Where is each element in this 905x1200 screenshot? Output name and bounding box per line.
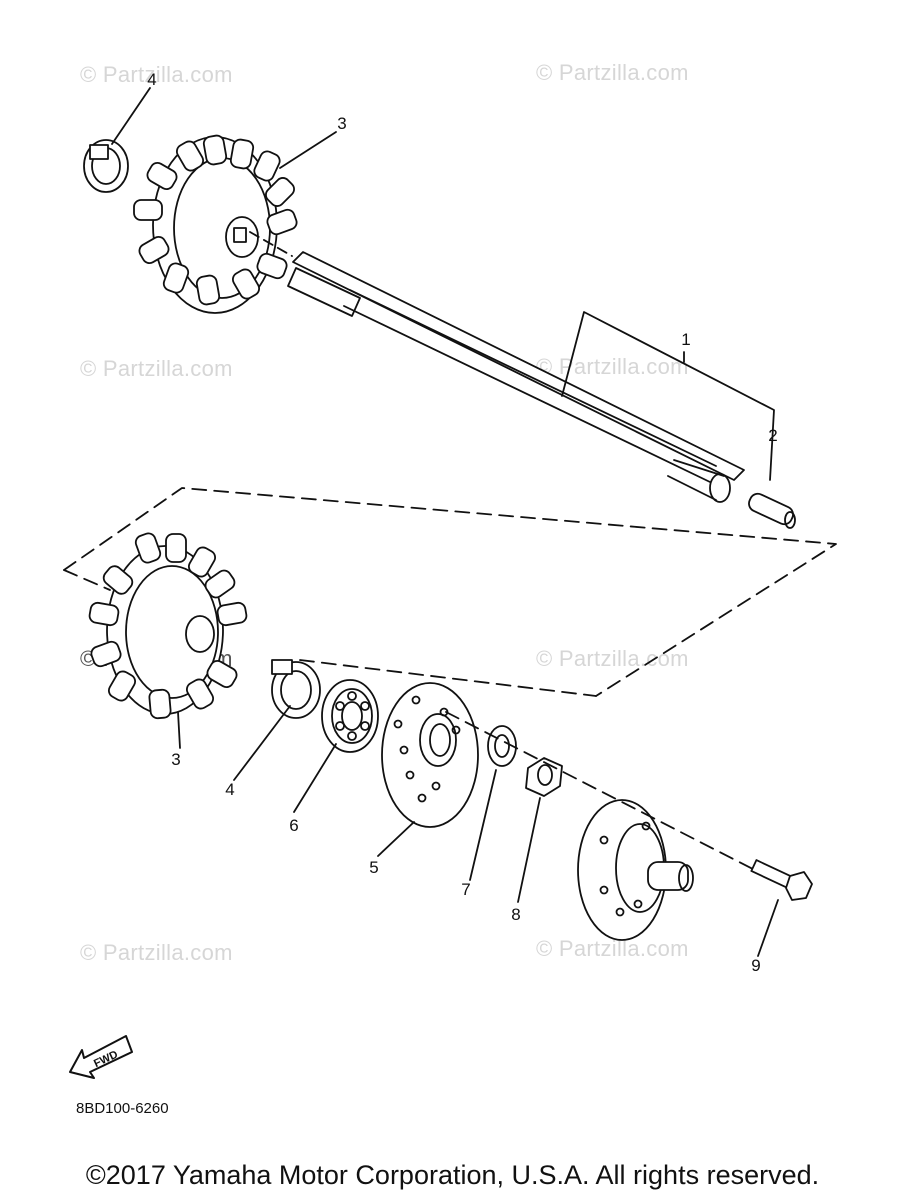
- callout-1: 1: [681, 330, 691, 349]
- watermark: © Partzilla.com: [536, 60, 689, 85]
- shaft-pin: [748, 492, 796, 529]
- watermark: © Partzilla.com: [536, 646, 689, 671]
- watermark: © Partzilla.com: [80, 356, 233, 381]
- flange-plate: [381, 682, 479, 828]
- hose-clamp-upper: [83, 139, 129, 193]
- fwd-arrow-icon: FWD: [69, 1035, 133, 1079]
- washer: [487, 725, 517, 767]
- callout-6: 6: [289, 816, 299, 835]
- callout-7: 7: [461, 880, 471, 899]
- callout-5: 5: [369, 858, 379, 877]
- watermark: © Partzilla.com: [80, 940, 233, 965]
- sprocket-lower: [88, 532, 248, 720]
- callout-3: 3: [337, 114, 347, 133]
- copyright-notice: ©2017 Yamaha Motor Corporation, U.S.A. A…: [85, 1160, 820, 1190]
- hub: [577, 799, 694, 941]
- diagram-code: 8BD100-6260: [76, 1100, 169, 1117]
- callout-2: 2: [768, 426, 778, 445]
- callout-9: 9: [751, 956, 761, 975]
- hose-clamp-lower: [271, 659, 321, 719]
- hex-nut: [525, 757, 563, 797]
- watermark: © Partzilla.com: [80, 62, 233, 87]
- callout-4: 4: [147, 70, 157, 89]
- bearing: [321, 679, 379, 753]
- bolt: [750, 859, 813, 901]
- callout-4: 4: [225, 780, 235, 799]
- drive-shaft: [249, 231, 745, 503]
- watermark: © Partzilla.com: [536, 936, 689, 961]
- sprocket-upper: [133, 134, 298, 314]
- watermark: © Partzilla.com: [536, 354, 689, 379]
- callout-3: 3: [171, 750, 181, 769]
- callout-8: 8: [511, 905, 521, 924]
